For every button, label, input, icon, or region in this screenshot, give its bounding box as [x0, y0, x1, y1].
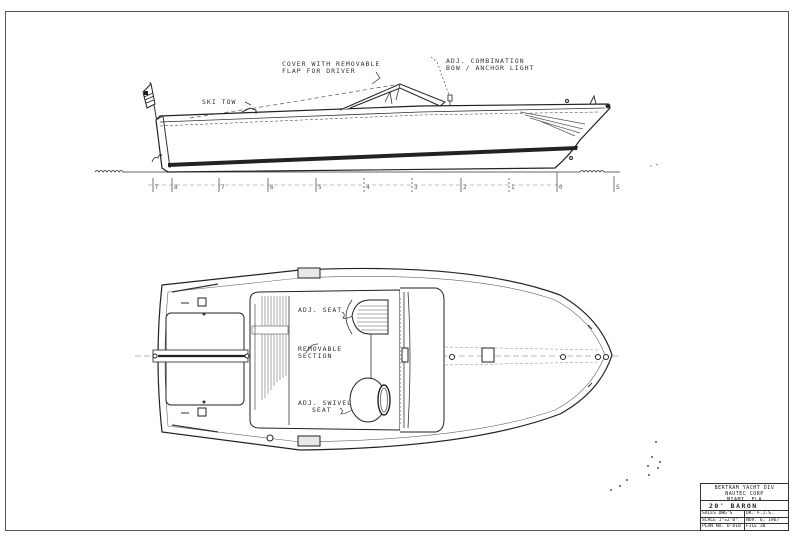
callout-swivel-seat-line2: SEAT	[312, 406, 332, 414]
plan-view	[135, 267, 661, 491]
callout-bow-light-line1: ADJ. COMBINATION	[446, 57, 525, 65]
station-label: T	[155, 184, 159, 191]
station-label: 1	[511, 184, 515, 191]
profile-view	[94, 56, 659, 192]
callout-cover-line1: COVER WITH REMOVABLE	[282, 60, 381, 68]
station-label: 5	[318, 184, 322, 191]
callout-cover-line2: FLAP FOR DRIVER	[282, 67, 356, 75]
station-label: 4	[366, 184, 370, 191]
station-label: 7	[221, 184, 225, 191]
title-block: BERTRAM YACHT DIV NAUTEC CORP MIAMI, FLA…	[700, 483, 789, 531]
company-parent: NAUTEC CORP	[725, 491, 764, 497]
callout-bow-light: ADJ. COMBINATION BOW / ANCHOR LIGHT	[446, 58, 534, 72]
file-number: FILE 30	[744, 524, 788, 531]
drawing-date: NOV. 6, 1967	[744, 517, 788, 524]
callout-removable-section: REMOVABLE SECTION	[298, 346, 342, 360]
company-name: BERTRAM YACHT DIV	[714, 485, 775, 491]
scale: SCALE 1"=2'0"	[702, 517, 738, 523]
model-name: 20' BARON	[701, 501, 788, 511]
station-label: 8	[174, 184, 178, 191]
callout-adj-seat: ADJ. SEAT	[298, 306, 343, 314]
callout-removable-line2: SECTION	[298, 352, 333, 360]
station-label: 2	[463, 184, 467, 191]
title-block-row: PLAN NO. D-818 FILE 30	[701, 524, 788, 531]
station-label: 6	[270, 184, 274, 191]
title-block-row: SALES DWG'S DR. F.J.S.	[701, 511, 788, 518]
drawing-type: SALES DWG'S	[702, 511, 733, 516]
callout-bow-light-line2: BOW / ANCHOR LIGHT	[446, 64, 535, 72]
callout-swivel-seat-line1: ADJ. SWIVEL	[298, 399, 353, 407]
title-block-company: BERTRAM YACHT DIV NAUTEC CORP MIAMI, FLA	[701, 484, 788, 503]
callout-swivel-seat: ADJ. SWIVEL SEAT	[298, 400, 352, 414]
callout-ski-tow: SKI TOW	[202, 98, 237, 106]
station-label: S	[616, 184, 620, 191]
company-location: MIAMI, FLA	[726, 497, 763, 503]
station-label: 3	[414, 184, 418, 191]
station-label: 0	[559, 184, 563, 191]
callout-removable-line1: REMOVABLE	[298, 345, 343, 353]
drawing-border	[5, 11, 789, 531]
callout-cover: COVER WITH REMOVABLE FLAP FOR DRIVER	[282, 61, 380, 75]
drawn-by: DR. F.J.S.	[744, 511, 788, 517]
title-block-row: SCALE 1"=2'0" NOV. 6, 1967	[701, 517, 788, 525]
plan-number: PLAN NO. D-818	[702, 524, 741, 530]
